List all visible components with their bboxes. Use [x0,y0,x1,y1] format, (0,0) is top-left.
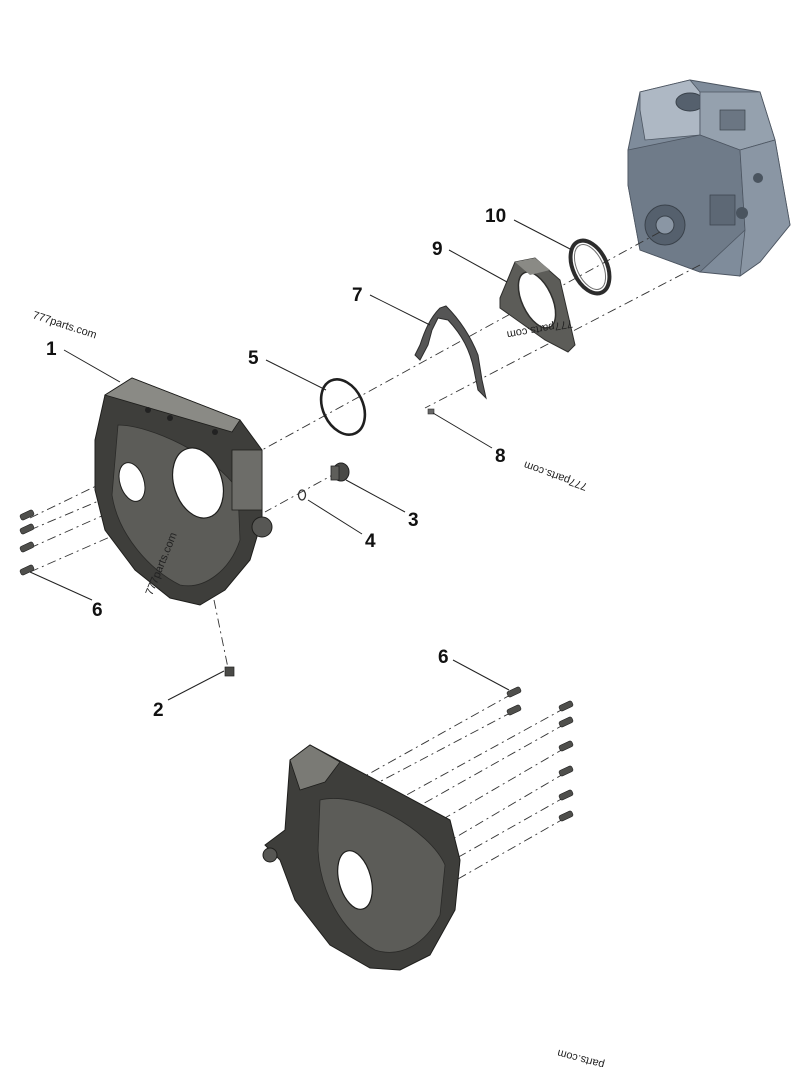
callout-6-right: 6 [438,647,449,668]
callout-5: 5 [248,348,259,369]
callout-7: 7 [352,285,363,306]
o-ring-5 [319,378,367,436]
callout-9: 9 [432,239,443,260]
callout-8: 8 [495,446,506,467]
callout-1: 1 [46,339,57,360]
leader-lines [29,219,573,701]
pin-8 [427,408,435,415]
bolts-6-left [19,509,35,576]
callout-10: 10 [485,206,506,227]
watermark-5: parts.com [556,1047,606,1067]
gasket-7 [414,305,487,400]
flywheel-housing-1 [94,377,273,606]
drain-plug-2 [224,666,235,677]
washer-4 [297,489,307,501]
engine-block [627,79,791,277]
watermark-1: 777parts.com [31,309,98,341]
watermark-4: 777parts.com [522,458,589,492]
flywheel-housing-lower [262,744,461,971]
seal-ring-10 [568,238,612,296]
seal-carrier-9 [499,257,576,353]
bolts-6-right [506,686,574,822]
callout-2: 2 [153,700,164,721]
plug-3 [330,462,350,482]
callout-3: 3 [408,510,419,531]
callout-6-left: 6 [92,600,103,621]
callout-4: 4 [365,531,376,552]
